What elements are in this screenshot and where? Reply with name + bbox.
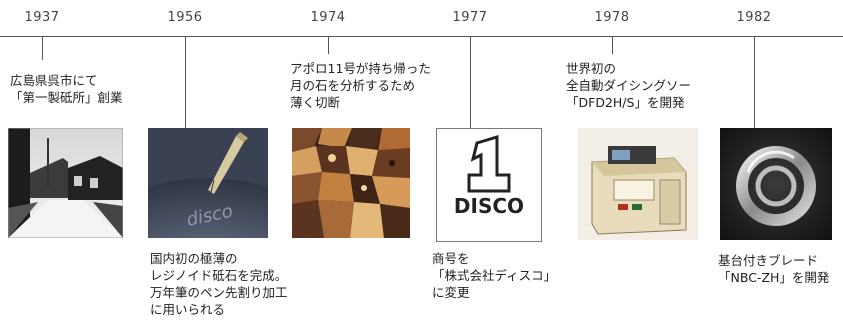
tick-1982 [754,36,755,128]
tick-1937 [42,36,43,60]
caption-1982-line: 基台付きブレード [718,253,819,268]
year-label-1974: 1974 [310,10,346,25]
caption-1974-line: 月の石を分析するため [290,78,416,93]
caption-1956-line: レジノイド砥石を完成。 [150,268,288,283]
caption-1978-line: 世界初の [566,61,617,76]
town-street-photo [8,128,123,238]
caption-1982-line: 「NBC-ZH」を開発 [718,270,830,285]
moon-rock-photo [292,128,410,238]
hub-blade-photo [720,128,832,240]
tick-1977 [470,36,471,128]
caption-1956-line: 国内初の極薄の [150,251,238,266]
caption-1977-line: 「株式会社ディスコ」 [432,268,557,283]
year-label-1978: 1978 [594,10,630,25]
year-label-1982: 1982 [736,10,772,25]
caption-1974: アポロ11号が持ち帰った 月の石を分析するため 薄く切断 [290,60,431,111]
caption-1974-line: アポロ11号が持ち帰った [290,61,431,76]
year-label-1956: 1956 [167,10,203,25]
caption-1978-line: 全自動ダイシングソー [566,78,692,93]
caption-1982: 基台付きブレード 「NBC-ZH」を開発 [718,252,829,286]
pen-nib-blade-photo: disco [148,128,268,238]
caption-1956: 国内初の極薄の レジノイド砥石を完成。 万年筆のペン先割り加工 に用いられる [150,250,288,318]
dicing-saw-photo [578,128,698,240]
caption-1978-line: 「DFD2H/S」を開発 [566,95,685,110]
disco-logo: DISCO [436,128,542,242]
year-label-1977: 1977 [452,10,488,25]
caption-1978: 世界初の 全自動ダイシングソー 「DFD2H/S」を開発 [566,60,691,111]
caption-1977-line: に変更 [432,285,470,300]
caption-1977: 商号を 「株式会社ディスコ」 に変更 [432,250,556,301]
timeline-axis [0,36,843,37]
year-label-1937: 1937 [24,10,60,25]
caption-1937-line: 広島県呉市にて [10,73,98,88]
tick-1978 [612,36,613,54]
tick-1974 [328,36,329,54]
caption-1956-line: 万年筆のペン先割り加工 [150,285,288,300]
caption-1937-line: 「第一製砥所」創業 [10,90,123,105]
caption-1974-line: 薄く切断 [290,95,341,110]
disco-logo-text: DISCO [454,194,524,218]
caption-1977-line: 商号を [432,251,470,266]
caption-1956-line: に用いられる [150,302,226,317]
caption-1937: 広島県呉市にて 「第一製砥所」創業 [10,72,123,106]
tick-1956 [185,36,186,128]
